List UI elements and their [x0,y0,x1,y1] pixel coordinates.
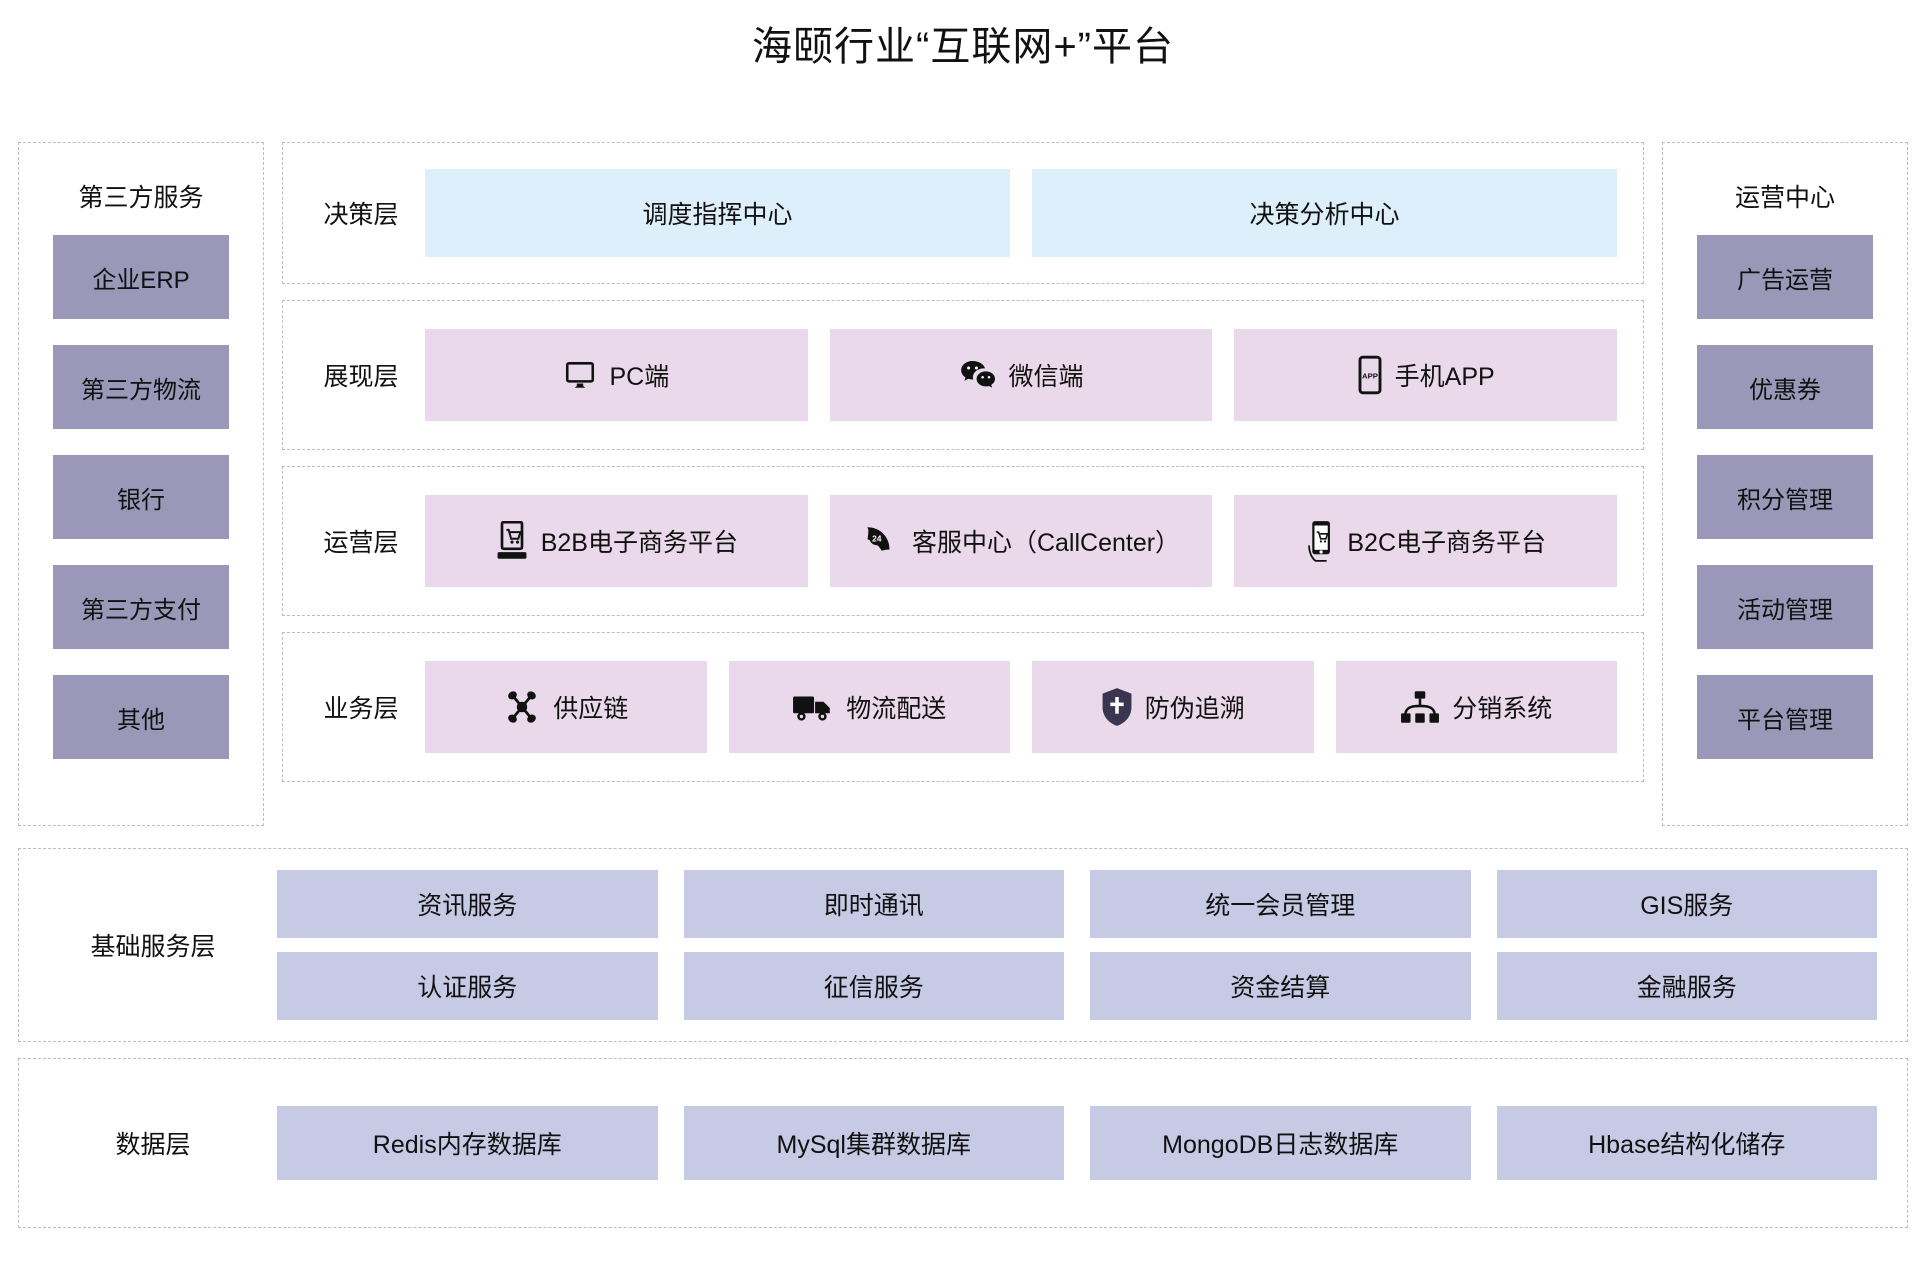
sidebar-item-points-management[interactable]: 积分管理 [1697,455,1873,539]
base-service-fund-settlement[interactable]: 资金结算 [1090,952,1471,1020]
data-store-hbase[interactable]: Hbase结构化储存 [1496,1106,1877,1180]
operations-item-label: 客服中心（CallCenter） [911,529,1181,557]
network-nodes-icon [503,688,541,726]
operations-item-call-center[interactable]: 24 客服中心（CallCenter） [829,495,1213,587]
sidebar-item-ad-operations[interactable]: 广告运营 [1697,235,1873,319]
sidebar-item-other[interactable]: 其他 [53,675,229,759]
svg-text:APP: APP [1362,371,1378,380]
sidebar-item-campaign-management[interactable]: 活动管理 [1697,565,1873,649]
operations-layer-label: 运营层 [323,529,399,557]
base-service-news[interactable]: 资讯服务 [277,870,658,938]
svg-text:24: 24 [872,534,882,544]
data-layer-label: 数据层 [115,1131,191,1159]
wechat-icon [959,358,997,392]
business-item-label: 供应链 [553,695,629,723]
business-item-label: 防伪追溯 [1144,695,1245,723]
data-layer-section: 数据层 Redis内存数据库 MySql集群数据库 MongoDB日志数据库 H… [18,1058,1908,1228]
mobile-app-icon: APP [1357,355,1383,395]
business-item-anti-counterfeit-trace[interactable]: 防伪追溯 [1032,661,1314,753]
business-item-label: 分销系统 [1452,695,1553,723]
base-service-financial[interactable]: 金融服务 [1496,952,1877,1020]
operations-item-b2b-platform[interactable]: B2B电子商务平台 [425,495,808,587]
operations-center-panel: 运营中心 广告运营 优惠券 积分管理 活动管理 平台管理 [1662,142,1908,826]
decision-item-label: 决策分析中心 [1249,201,1400,229]
base-service-unified-member-management[interactable]: 统一会员管理 [1090,870,1471,938]
sidebar-item-bank[interactable]: 银行 [53,455,229,539]
truck-icon [792,691,834,723]
operations-layer-band: 运营层 B2B电子商务平台 [282,466,1644,616]
shield-icon [1101,687,1133,727]
base-service-row: 资讯服务 即时通讯 统一会员管理 GIS服务 [277,870,1877,938]
operations-item-label: B2B电子商务平台 [540,529,738,557]
third-party-services-panel: 第三方服务 企业ERP 第三方物流 银行 第三方支付 其他 [18,142,264,826]
base-service-layer-section: 基础服务层 资讯服务 即时通讯 统一会员管理 GIS服务 认证服务 征信服务 资… [18,848,1908,1042]
left-sidebar-title: 第三方服务 [78,184,204,212]
presentation-item-label: 手机APP [1394,363,1495,391]
presentation-layer-band: 展现层 PC端 [282,300,1644,450]
decision-item-decision-analysis-center[interactable]: 决策分析中心 [1032,169,1617,257]
decision-layer-band: 决策层 调度指挥中心 决策分析中心 [282,142,1644,284]
decision-item-label: 调度指挥中心 [642,201,793,229]
mobile-cart-icon [1305,520,1335,562]
phone-24-icon: 24 [862,522,900,560]
right-sidebar-title: 运营中心 [1734,184,1835,212]
operations-item-b2c-platform[interactable]: B2C电子商务平台 [1234,495,1618,587]
base-service-row: 认证服务 征信服务 资金结算 金融服务 [277,952,1877,1020]
data-store-redis[interactable]: Redis内存数据库 [277,1106,658,1180]
decision-layer-label: 决策层 [323,201,399,229]
base-service-instant-messaging[interactable]: 即时通讯 [683,870,1064,938]
base-service-gis[interactable]: GIS服务 [1496,870,1877,938]
layer-stack: 决策层 调度指挥中心 决策分析中心 展现层 [282,142,1644,782]
base-service-credit-reporting[interactable]: 征信服务 [683,952,1064,1020]
base-service-authentication[interactable]: 认证服务 [277,952,658,1020]
presentation-item-mobile-app[interactable]: APP 手机APP [1234,329,1618,421]
business-item-distribution-system[interactable]: 分销系统 [1335,661,1617,753]
business-layer-label: 业务层 [323,695,399,723]
sidebar-item-coupon[interactable]: 优惠券 [1697,345,1873,429]
desktop-cart-icon [495,521,529,561]
business-item-supply-chain[interactable]: 供应链 [425,661,707,753]
sidebar-item-third-party-payment[interactable]: 第三方支付 [53,565,229,649]
data-store-mongodb[interactable]: MongoDB日志数据库 [1090,1106,1471,1180]
data-layer-row: Redis内存数据库 MySql集群数据库 MongoDB日志数据库 Hbase… [277,1106,1877,1180]
hierarchy-icon [1400,690,1440,724]
base-service-layer-label: 基础服务层 [90,933,216,961]
sidebar-item-third-party-logistics[interactable]: 第三方物流 [53,345,229,429]
operations-item-label: B2C电子商务平台 [1347,529,1546,557]
sidebar-item-enterprise-erp[interactable]: 企业ERP [53,235,229,319]
decision-item-dispatch-command-center[interactable]: 调度指挥中心 [425,169,1010,257]
page-title: 海颐行业“互联网+”平台 [752,25,1174,69]
presentation-item-label: PC端 [609,363,670,391]
presentation-item-label: 微信端 [1008,363,1084,391]
presentation-layer-label: 展现层 [323,363,399,391]
business-item-logistics-delivery[interactable]: 物流配送 [728,661,1010,753]
business-item-label: 物流配送 [846,695,947,723]
sidebar-item-platform-management[interactable]: 平台管理 [1697,675,1873,759]
presentation-item-wechat[interactable]: 微信端 [829,329,1213,421]
presentation-item-pc[interactable]: PC端 [425,329,808,421]
monitor-icon [563,358,597,392]
data-store-mysql[interactable]: MySql集群数据库 [683,1106,1064,1180]
business-layer-band: 业务层 供应链 [282,632,1644,782]
